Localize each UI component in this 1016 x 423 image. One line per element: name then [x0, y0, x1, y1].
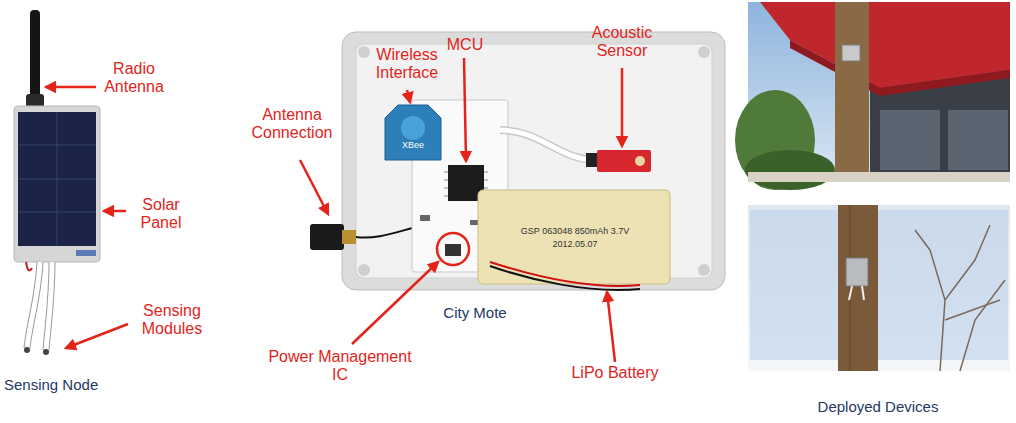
figure-caption: Sensing Node: [4, 376, 124, 393]
callout-label: Radio Antenna: [98, 60, 170, 97]
sensing-node-photo: [14, 10, 100, 355]
callout-label: Antenna Connection: [240, 106, 344, 143]
callout-label: Solar Panel: [128, 196, 194, 233]
deployed-photo-top: [735, 2, 1010, 190]
callout-label: Sensing Modules: [130, 302, 214, 339]
battery-marking: 2012.05.07: [486, 239, 664, 249]
battery-marking: GSP 063048 850mAh 3.7V: [486, 226, 664, 236]
leader-arrows: [46, 58, 622, 362]
deployed-photo-bottom: [748, 205, 1010, 371]
figure-caption: Deployed Devices: [790, 398, 966, 415]
callout-label: Wireless Interface: [366, 46, 448, 83]
callout-label: Acoustic Sensor: [580, 24, 664, 61]
city-mote-photo: [310, 32, 725, 290]
figure-caption: City Mote: [425, 304, 525, 321]
callout-label: MCU: [440, 36, 490, 54]
callout-label: LiPo Battery: [555, 364, 675, 382]
callout-label: Power Management IC: [262, 348, 418, 385]
module-marking: XBee: [388, 140, 438, 150]
